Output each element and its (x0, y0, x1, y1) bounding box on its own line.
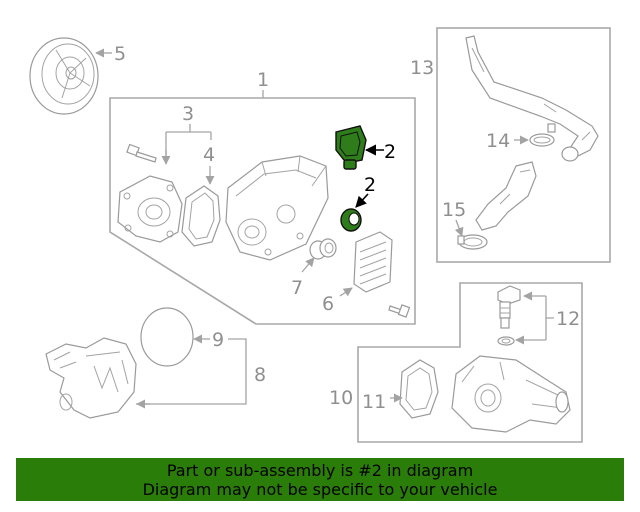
parts-diagram: 5 1 3 4 (29, 27, 611, 443)
o-ring-part[interactable] (309, 238, 337, 260)
cooler-bolt-part[interactable] (388, 304, 411, 318)
water-housing-part[interactable] (225, 155, 329, 261)
assembly-10-frame (357, 282, 583, 443)
leader-12 (518, 295, 554, 341)
callout-1: 1 (257, 69, 269, 91)
part-notice-banner: Part or sub-assembly is #2 in diagram Di… (16, 458, 624, 501)
hose-clamp-14-part[interactable] (529, 123, 556, 147)
seal-ring-9-part[interactable] (140, 307, 194, 367)
callout-14: 14 (486, 130, 510, 152)
bolt-part[interactable] (126, 143, 157, 163)
thermostat-gasket-part[interactable] (399, 359, 439, 419)
hose-clamp-15-part[interactable] (457, 234, 488, 250)
highlighted-seal-part[interactable] (340, 208, 362, 232)
coolant-pipe-part[interactable] (465, 35, 599, 162)
callout-3: 3 (182, 103, 194, 125)
coolant-hose-part[interactable] (475, 161, 537, 231)
callout-4: 4 (203, 144, 215, 166)
leader-7 (301, 257, 315, 273)
callout-13: 13 (410, 57, 434, 79)
callout-2a: 2 (384, 141, 396, 163)
temp-sensor-part[interactable] (497, 285, 521, 329)
callout-8: 8 (254, 364, 266, 386)
callout-10: 10 (329, 387, 353, 409)
callout-15: 15 (442, 199, 466, 221)
leader-3 (165, 124, 212, 162)
callout-6: 6 (322, 293, 334, 315)
leader-2b (355, 193, 369, 208)
assembly-13-frame (436, 27, 611, 263)
leader-6 (339, 287, 353, 297)
sensor-seal-part[interactable] (497, 336, 515, 346)
thermostat-housing-part[interactable] (451, 355, 571, 433)
callout-12: 12 (556, 308, 580, 330)
notice-line-2: Diagram may not be specific to your vehi… (142, 479, 498, 499)
highlighted-gasket-part[interactable] (335, 125, 367, 170)
oil-cooler-part[interactable] (353, 231, 393, 293)
leader-15 (454, 219, 464, 237)
callout-11: 11 (362, 391, 386, 413)
callout-2b: 2 (364, 174, 376, 196)
leader-8 (136, 338, 247, 405)
notice-line-1: Part or sub-assembly is #2 in diagram (166, 460, 474, 480)
assembly-1-frame (109, 97, 416, 325)
callout-9: 9 (212, 329, 224, 351)
callout-7: 7 (291, 277, 303, 299)
callout-5: 5 (114, 43, 126, 65)
outlet-housing-part[interactable] (45, 337, 137, 419)
pulley-part[interactable] (29, 37, 99, 115)
pump-gasket-part[interactable] (181, 185, 221, 247)
water-pump-part[interactable] (117, 175, 183, 243)
